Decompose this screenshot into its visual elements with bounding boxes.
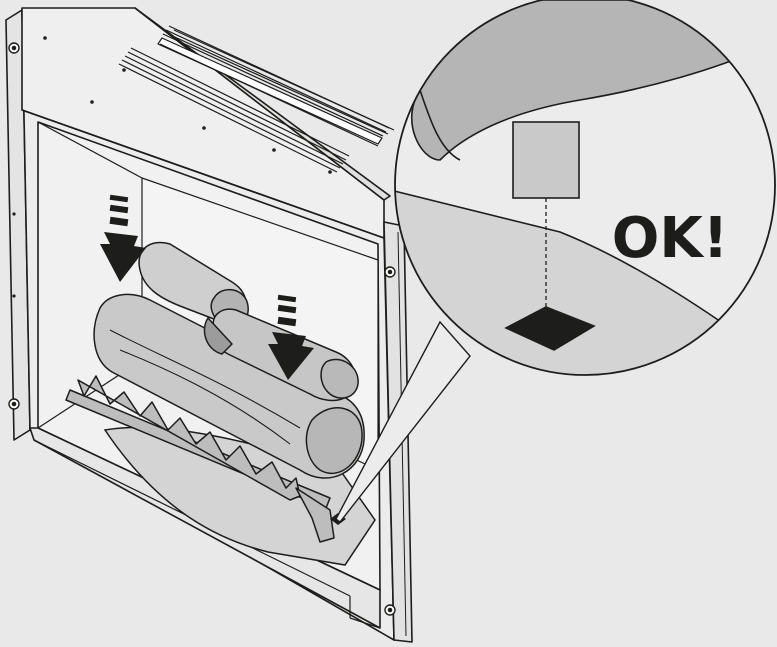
- log-set: [93, 241, 365, 479]
- down-arrow-icon: [268, 294, 314, 380]
- magnifier-cone: [335, 320, 471, 523]
- log-grate: [65, 375, 335, 543]
- vent-slots-lower: [118, 47, 350, 173]
- top-hood: [21, 7, 385, 239]
- magnified-detail: OK!: [394, 0, 776, 376]
- frame-screws: [8, 42, 396, 616]
- front-log: [93, 293, 365, 479]
- ok-label: OK!: [612, 206, 729, 271]
- down-arrow-icon: [100, 194, 146, 282]
- vent-slots-upper: [157, 25, 395, 147]
- bottom-sill: [29, 427, 381, 629]
